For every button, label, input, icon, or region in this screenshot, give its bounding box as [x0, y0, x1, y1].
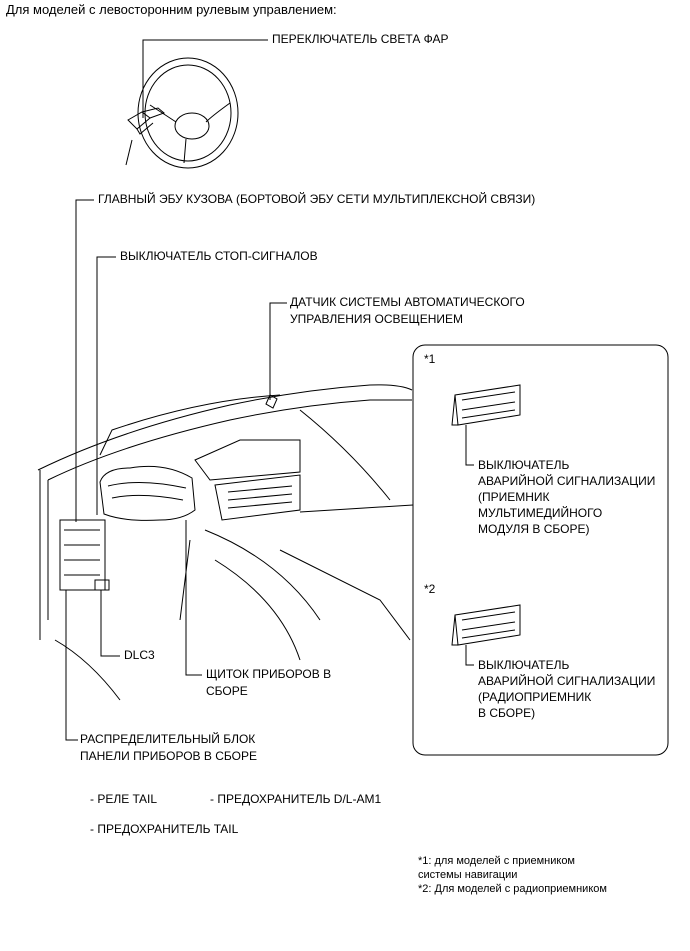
inset-variant1-label-line2: АВАРИЙНОЙ СИГНАЛИЗАЦИИ [478, 474, 656, 488]
inset-variant1-mark: *1 [424, 352, 436, 366]
inset-variant1-label-line1: ВЫКЛЮЧАТЕЛЬ [478, 458, 570, 472]
radio-receiver-illustration [451, 604, 521, 666]
inset-variant2-label-line3: (РАДИОПРИЕМНИК [478, 690, 592, 704]
leader-lines [65, 39, 414, 741]
label-light-control-sensor-line1: ДАТЧИК СИСТЕМЫ АВТОМАТИЧЕСКОГО [290, 295, 525, 309]
inset-variant2-mark: *2 [424, 582, 436, 596]
label-combination-meter-line2: СБОРЕ [206, 684, 248, 698]
inset-variant2-label-line2: АВАРИЙНОЙ СИГНАЛИЗАЦИИ [478, 674, 656, 688]
label-main-body-ecu: ГЛАВНЫЙ ЭБУ КУЗОВА (БОРТОВОЙ ЭБУ СЕТИ МУ… [98, 192, 536, 206]
label-dlc3: DLC3 [124, 648, 155, 662]
label-junction-block-line2: ПАНЕЛИ ПРИБОРОВ В СБОРЕ [80, 749, 257, 763]
footnote-1-line1: *1: для моделей с приемником [418, 855, 575, 867]
label-junction-block-line1: РАСПРЕДЕЛИТЕЛЬНЫЙ БЛОК [80, 732, 256, 746]
steering-wheel-illustration [125, 57, 239, 169]
component-tail-relay: - РЕЛЕ TAIL [90, 792, 158, 806]
multimedia-module-illustration [451, 384, 521, 466]
label-stop-light-switch: ВЫКЛЮЧАТЕЛЬ СТОП-СИГНАЛОВ [120, 249, 318, 263]
inset-variant2-label-line1: ВЫКЛЮЧАТЕЛЬ [478, 658, 570, 672]
component-dl-am1-fuse: - ПРЕДОХРАНИТЕЛЬ D/L-AM1 [210, 792, 382, 806]
inset-variant2-label-line4: В СБОРЕ) [478, 706, 536, 720]
footnote-1-line2: системы навигации [418, 869, 518, 881]
page-title: Для моделей с левосторонним рулевым упра… [6, 2, 337, 17]
inset-variant1-label-line4: МУЛЬТИМЕДИЙНОГО [478, 506, 603, 520]
label-headlight-switch: ПЕРЕКЛЮЧАТЕЛЬ СВЕТА ФАР [272, 32, 449, 46]
footnote-2: *2: Для моделей с радиоприемником [418, 883, 607, 895]
inset-variant1-label-line3: (ПРИЕМНИК [478, 490, 550, 504]
inset-variant1-label-line5: МОДУЛЯ В СБОРЕ) [478, 522, 590, 536]
label-light-control-sensor-line2: УПРАВЛЕНИЯ ОСВЕЩЕНИЕМ [290, 312, 464, 326]
instrument-panel-illustration [37, 384, 413, 701]
label-combination-meter-line1: ЩИТОК ПРИБОРОВ В [206, 667, 332, 681]
variant-inset-frame [412, 344, 669, 756]
component-tail-fuse: - ПРЕДОХРАНИТЕЛЬ TAIL [90, 822, 239, 836]
